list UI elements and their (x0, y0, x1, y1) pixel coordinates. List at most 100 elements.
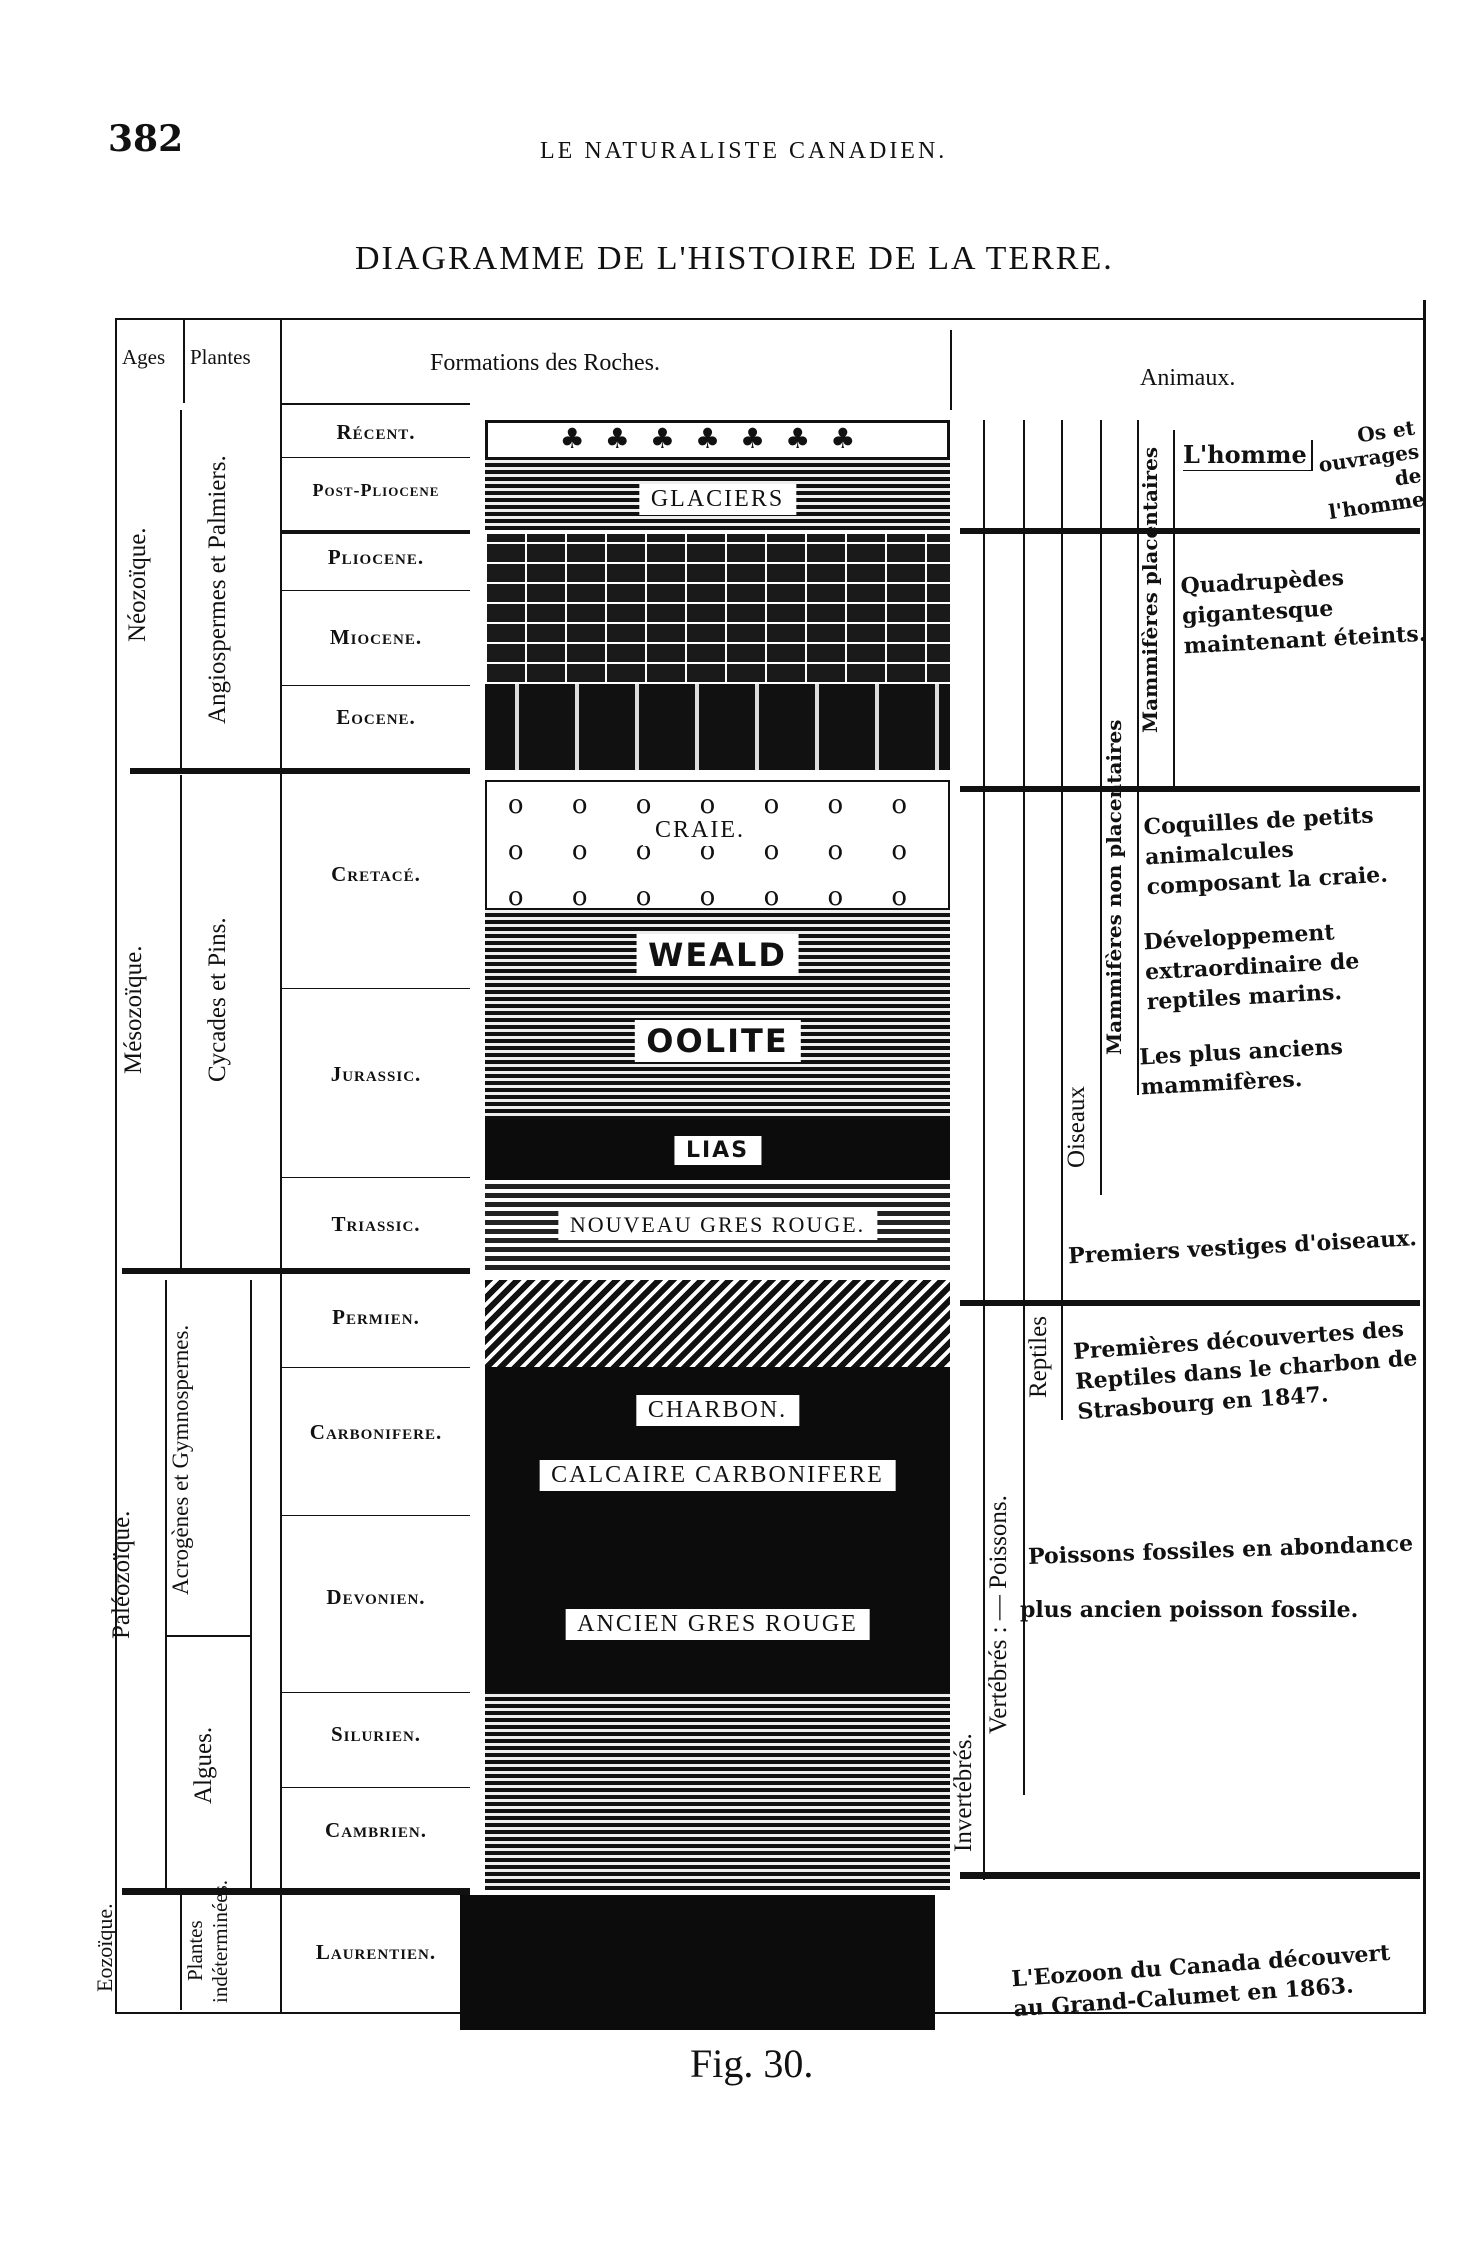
formation-eocene: Eocene. (336, 705, 416, 729)
divider (180, 410, 182, 770)
row-line (280, 590, 470, 591)
divider (280, 318, 282, 2014)
rock-label-craie: CRAIE. (643, 815, 757, 846)
note-eozoon: L'Eozoon du Canada découvert au Grand-Ca… (1010, 1939, 1391, 2023)
row-line (280, 1692, 470, 1693)
rock-label-weald: WEALD (636, 934, 799, 976)
age-mesozoique: Mésozoïque. (120, 945, 147, 1075)
divider (180, 775, 182, 1270)
group-line (1100, 420, 1102, 1195)
top-border (115, 318, 1425, 320)
formation-miocene: Miocene. (329, 625, 423, 649)
formation-cretace: Cretacé. (331, 862, 421, 886)
left-border (115, 318, 117, 2014)
note-os: Os et ouvrages de l'homme (1317, 415, 1427, 525)
rock-label-glaciers: GLACIERS (638, 484, 797, 515)
group-oiseaux: Oiseaux (1063, 1086, 1090, 1169)
group-invertebres: Invertébrés. (950, 1733, 977, 1852)
formation-recent: Récent. (336, 420, 416, 444)
eocene-layer (485, 684, 950, 770)
era-divider (960, 1872, 1420, 1879)
note-poissons-abondance: Poissons fossiles en abondance (1027, 1530, 1414, 1570)
divider (180, 1895, 182, 2010)
silurien-cambrien-layer (485, 1692, 950, 1890)
formation-post-pliocene: Post-Pliocene (312, 480, 440, 500)
note-coquilles: Coquilles de petits animalcules composan… (1142, 802, 1389, 901)
group-reptiles: Reptiles (1025, 1316, 1052, 1399)
row-line (280, 988, 470, 989)
lias-layer: LIAS (485, 1120, 950, 1180)
divider (250, 1280, 252, 1890)
group-line (1137, 420, 1139, 1095)
group-line (1061, 420, 1063, 1420)
era-divider (960, 786, 1420, 792)
divider (183, 318, 185, 403)
formation-laurentien: Laurentien. (315, 1940, 437, 1964)
header-ages: Ages (122, 345, 166, 369)
plant-angiospermes: Angiospermes et Palmiers. (204, 455, 231, 725)
divider (165, 1280, 167, 1890)
laurentien-layer (460, 1895, 935, 2030)
group-mammiferes-non-placentaires: Mammifères non placentaires (1102, 719, 1126, 1056)
era-divider (130, 768, 470, 774)
divider (165, 1635, 250, 1637)
plant-algues: Algues. (190, 1726, 217, 1804)
page-number: 382 (108, 118, 184, 160)
header-animaux: Animaux. (1140, 365, 1236, 391)
formation-devonien: Devonien. (326, 1585, 426, 1609)
age-eozoique: Eozoïque. (92, 1903, 117, 1993)
divider (950, 330, 952, 410)
era-divider (122, 1268, 470, 1274)
formation-silurien: Silurien. (330, 1722, 422, 1746)
note-developpement: Développement extraordinaire de reptiles… (1142, 919, 1360, 1016)
note-oiseaux: Premiers vestiges d'oiseaux. (1067, 1225, 1418, 1270)
plant-indeterminees: Plantes indéterminées. (183, 1879, 232, 2003)
note-poisson-ancien: plus ancien poisson fossile. (1020, 1597, 1359, 1623)
rock-label-ancien-gres: ANCIEN GRES ROUGE (565, 1609, 870, 1640)
carbonifere-devonien-layer: CHARBON. CALCAIRE CARBONIFERE ANCIEN GRE… (485, 1367, 950, 1692)
group-line (983, 420, 985, 1880)
plant-cycades: Cycades et Pins. (204, 917, 231, 1083)
plant-acrogenes: Acrogènes et Gymnospernes. (168, 1324, 193, 1596)
figure-caption: Fig. 30. (690, 2041, 814, 2086)
row-line (280, 457, 470, 458)
formation-pliocene: Pliocene. (327, 545, 425, 569)
row-line (280, 1787, 470, 1788)
rock-label-calcaire: CALCAIRE CARBONIFERE (539, 1460, 896, 1491)
rock-label-oolite: OOLITE (634, 1020, 801, 1062)
row-line (280, 1515, 470, 1516)
header-plantes: Plantes (190, 345, 251, 369)
rock-label-lias: LIAS (673, 1136, 762, 1165)
permien-layer (485, 1280, 950, 1367)
age-paleozoique: Paléozoïque. (108, 1510, 135, 1640)
group-line (1173, 430, 1175, 790)
row-line (280, 530, 470, 534)
triassic-layer: NOUVEAU GRES ROUGE. (485, 1180, 950, 1270)
diagram-title: DIAGRAMME DE L'HISTOIRE DE LA TERRE. (355, 240, 1114, 277)
row-line (280, 1177, 470, 1178)
running-head: LE NATURALISTE CANADIEN. (540, 138, 948, 164)
era-divider (960, 528, 1420, 534)
group-line (1023, 420, 1025, 1795)
era-divider (960, 1300, 1420, 1306)
note-homme: L'homme (1183, 440, 1313, 471)
brick-layer (485, 534, 950, 684)
trees-layer: ♣♣♣♣♣♣♣ (485, 420, 950, 460)
note-reptiles: Premières découvertes des Reptiles dans … (1072, 1316, 1419, 1425)
rock-label-nouveau-gres: NOUVEAU GRES ROUGE. (557, 1210, 878, 1240)
divider (280, 403, 470, 405)
formation-cambrien: Cambrien. (325, 1818, 427, 1842)
weald-oolite-layer: WEALD OOLITE (485, 910, 950, 1120)
age-neozoique: Néozoïque. (124, 527, 151, 643)
rock-label-charbon: CHARBON. (635, 1395, 800, 1426)
row-line (280, 685, 470, 686)
era-divider (122, 1888, 470, 1895)
note-mammiferes: Les plus anciens mammifères. (1138, 1033, 1344, 1101)
formation-jurassic: Jurassic. (330, 1062, 422, 1086)
group-mammiferes-placentaires: Mammifères placentaires (1138, 446, 1162, 734)
formation-carbonifere: Carbonifere. (309, 1420, 443, 1444)
formation-permien: Permien. (332, 1305, 420, 1329)
right-border (1423, 300, 1426, 2014)
glaciers-layer: GLACIERS (485, 460, 950, 530)
group-vertebres-poissons: Vertébrés : — Poissons. (985, 1495, 1012, 1735)
